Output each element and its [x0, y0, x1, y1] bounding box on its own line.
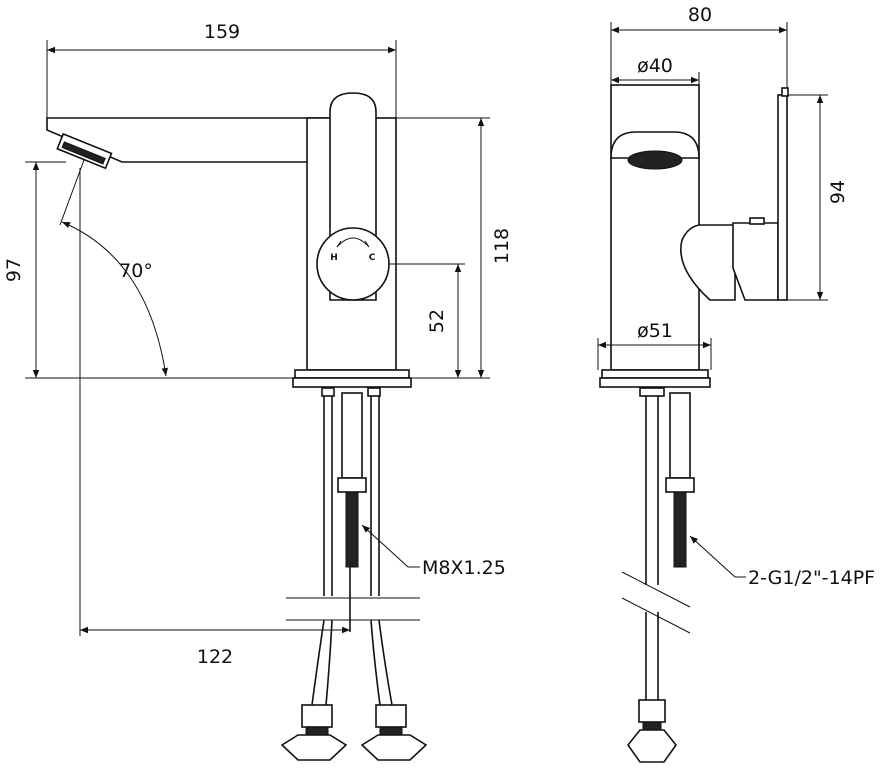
dim-spout-height: 97	[3, 258, 25, 282]
front-handle-disc	[316, 227, 390, 301]
side-lever	[680, 224, 736, 301]
dim-total-length: 159	[204, 21, 240, 43]
side-aerator	[627, 150, 683, 170]
dim-angle: 70°	[119, 260, 153, 282]
front-base-plate	[292, 377, 412, 388]
dim-base-diameter: ø51	[637, 320, 673, 342]
side-base-flange	[601, 369, 709, 379]
front-base-flange	[294, 369, 410, 379]
side-base-plate	[599, 377, 711, 388]
side-supply-lines	[621, 387, 695, 763]
dim-spout-diameter: ø40	[637, 55, 673, 77]
side-lever-hub	[732, 222, 779, 301]
front-supply-lines	[280, 387, 428, 761]
side-back-plate	[777, 94, 788, 301]
dim-plate-height: 94	[827, 180, 849, 204]
hot-mark: H	[330, 253, 338, 263]
front-spout	[46, 117, 333, 163]
cold-mark: C	[369, 253, 376, 263]
front-view: H C	[3, 21, 513, 761]
callout-hose-thread: 2-G1/2"-14PF	[748, 567, 875, 589]
front-stud-nut	[337, 477, 367, 493]
dim-handle-height: 52	[426, 309, 448, 333]
side-aerator-housing	[610, 131, 700, 159]
hot-cold-arrows	[336, 237, 370, 248]
front-stud-sleeve	[341, 392, 363, 479]
front-aerator	[56, 132, 113, 170]
side-view: 80 ø40 ø51 94 2-G1/2"-14PF	[597, 4, 875, 763]
dim-total-width: 80	[688, 4, 712, 26]
front-threaded-stud	[345, 491, 359, 568]
dim-total-height: 118	[491, 228, 513, 264]
callout-stud-thread: M8X1.25	[422, 557, 506, 579]
dim-spout-reach: 122	[197, 646, 233, 668]
